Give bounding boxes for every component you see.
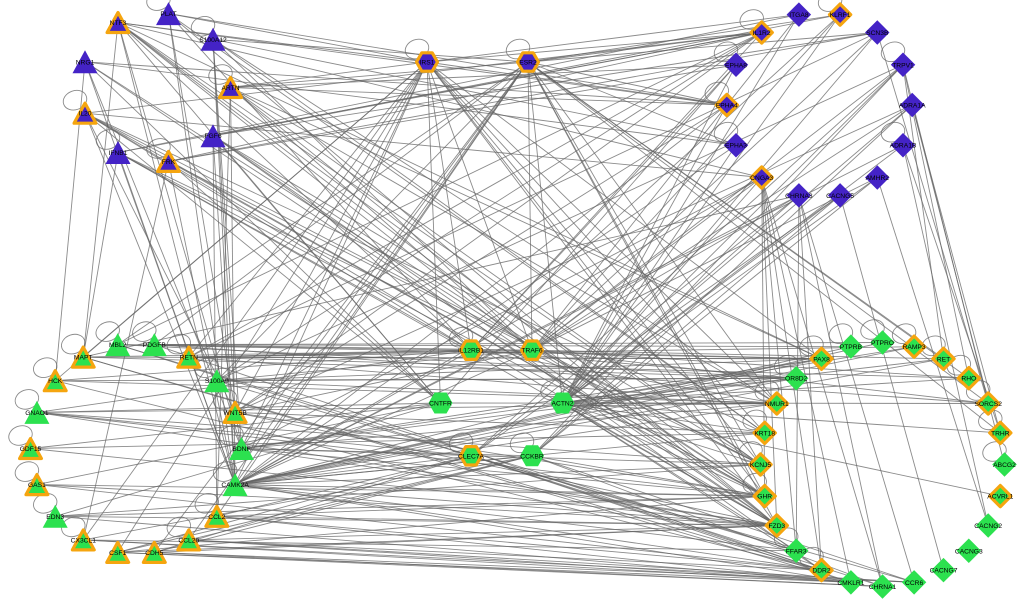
svg-text:PTPRB: PTPRB — [840, 344, 863, 351]
svg-text:CHRNA3: CHRNA3 — [785, 193, 813, 200]
svg-text:CHRNA1: CHRNA1 — [869, 584, 897, 591]
svg-text:KRT18: KRT18 — [754, 430, 775, 437]
svg-text:ACVRL1: ACVRL1 — [987, 494, 1013, 501]
svg-text:NTF3: NTF3 — [110, 20, 127, 27]
svg-text:IL20: IL20 — [78, 111, 91, 118]
svg-text:IFNB1: IFNB1 — [109, 150, 128, 157]
svg-text:FGF6: FGF6 — [204, 133, 221, 140]
svg-text:ADRA1A: ADRA1A — [899, 103, 926, 110]
svg-text:IL12RB1: IL12RB1 — [458, 348, 484, 355]
svg-text:GHR: GHR — [757, 494, 772, 501]
svg-text:IL1R2: IL1R2 — [753, 30, 771, 37]
svg-text:EPHA3: EPHA3 — [725, 143, 747, 150]
svg-text:MBL2: MBL2 — [109, 342, 127, 349]
svg-text:ABCG2: ABCG2 — [993, 462, 1016, 469]
svg-text:DDR2: DDR2 — [812, 568, 830, 575]
svg-text:GNAO1: GNAO1 — [25, 410, 49, 417]
svg-text:SCN3B: SCN3B — [866, 30, 889, 37]
svg-text:CCKBR: CCKBR — [520, 453, 544, 460]
svg-text:CNGA3: CNGA3 — [750, 175, 773, 182]
svg-text:GAS1: GAS1 — [28, 482, 46, 489]
svg-text:CNTFR: CNTFR — [429, 401, 452, 408]
svg-text:CACNG3: CACNG3 — [955, 548, 983, 555]
svg-text:S100A9: S100A9 — [205, 378, 229, 385]
svg-text:RHO: RHO — [961, 376, 976, 383]
svg-text:CACNG7: CACNG7 — [930, 568, 958, 575]
svg-text:NMUR1: NMUR1 — [765, 401, 789, 408]
svg-text:TRAF6: TRAF6 — [521, 348, 542, 355]
svg-text:SORCS2: SORCS2 — [974, 401, 1002, 408]
svg-text:KCNJ5: KCNJ5 — [750, 462, 771, 469]
svg-text:CACNG2: CACNG2 — [974, 523, 1002, 530]
svg-text:TRHR: TRHR — [991, 430, 1010, 437]
svg-text:ARTN: ARTN — [221, 85, 239, 92]
svg-text:KLRF1: KLRF1 — [830, 12, 851, 19]
svg-text:BDNF: BDNF — [232, 446, 250, 453]
svg-text:HCK: HCK — [48, 378, 63, 385]
svg-text:PTPRO: PTPRO — [871, 340, 894, 347]
svg-text:CDH5: CDH5 — [145, 550, 163, 557]
svg-text:AMHR2: AMHR2 — [866, 175, 890, 182]
svg-text:PLAT: PLAT — [160, 11, 176, 18]
svg-text:IRS1: IRS1 — [420, 60, 435, 67]
svg-text:CLEC7A: CLEC7A — [458, 453, 485, 460]
svg-text:WNT5B: WNT5B — [223, 410, 247, 417]
svg-text:EPHA8: EPHA8 — [725, 62, 747, 69]
svg-text:PAX8: PAX8 — [813, 356, 830, 363]
svg-text:GDF15: GDF15 — [20, 446, 42, 453]
svg-text:CCL2: CCL2 — [208, 514, 225, 521]
svg-text:PDGFB: PDGFB — [143, 342, 167, 349]
svg-text:ESR2: ESR2 — [519, 60, 537, 67]
svg-text:S100A12: S100A12 — [199, 37, 227, 44]
svg-text:ADRA1B: ADRA1B — [890, 143, 917, 150]
svg-text:MAPT: MAPT — [74, 355, 93, 362]
svg-text:RET: RET — [937, 356, 950, 363]
svg-text:CSF1: CSF1 — [109, 550, 126, 557]
svg-text:CCL20: CCL20 — [178, 537, 199, 544]
svg-text:FZD3: FZD3 — [768, 523, 785, 530]
svg-text:RETN: RETN — [180, 355, 198, 362]
svg-text:CAMK2A: CAMK2A — [221, 482, 249, 489]
svg-text:FRK: FRK — [162, 159, 176, 166]
svg-text:FFAR3: FFAR3 — [786, 548, 807, 555]
svg-text:CACNG5: CACNG5 — [826, 193, 854, 200]
svg-text:ACTN2: ACTN2 — [552, 401, 574, 408]
svg-text:RAMP3: RAMP3 — [903, 344, 926, 351]
svg-text:CMKLR1: CMKLR1 — [837, 580, 864, 587]
svg-text:CX3CL1: CX3CL1 — [71, 537, 97, 544]
svg-text:OR8D2: OR8D2 — [785, 376, 808, 383]
svg-text:EPHA4: EPHA4 — [716, 103, 738, 110]
svg-text:TRPV1: TRPV1 — [892, 62, 914, 69]
svg-text:CCR6: CCR6 — [905, 580, 923, 587]
svg-text:EDN3: EDN3 — [46, 514, 64, 521]
svg-text:NRG1: NRG1 — [76, 59, 95, 66]
svg-text:ITGA8: ITGA8 — [789, 12, 809, 19]
